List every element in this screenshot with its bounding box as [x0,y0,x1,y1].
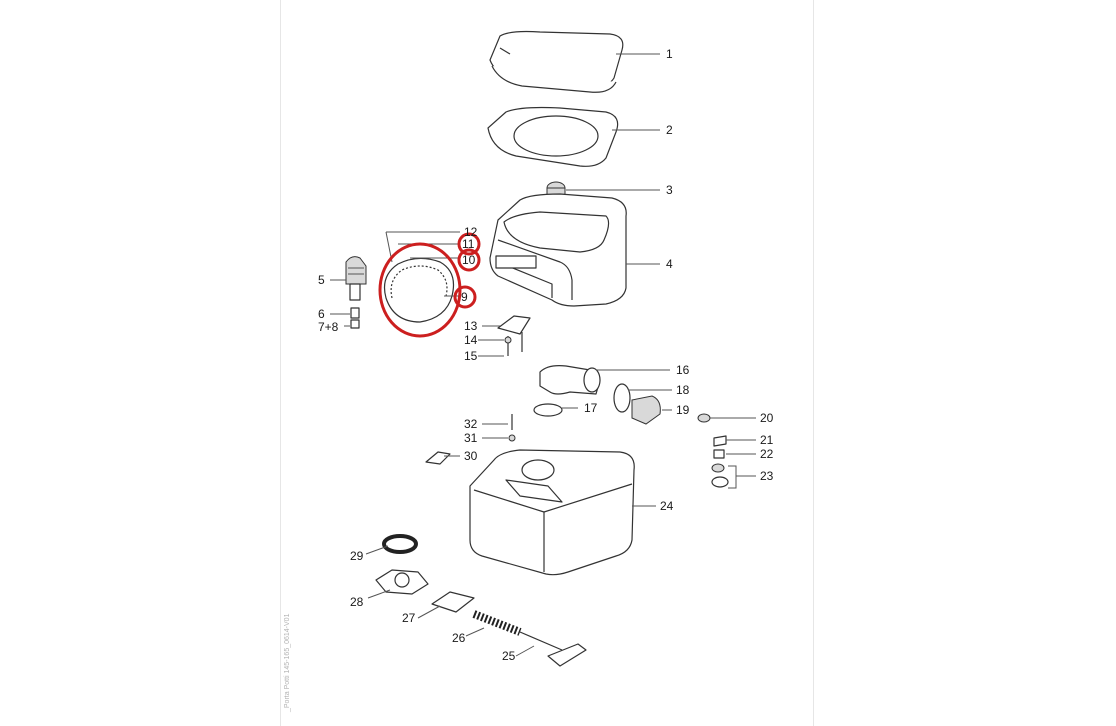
label-17: 17 [584,401,598,415]
label-25: 25 [502,649,516,663]
label-29: 29 [350,549,364,563]
part-28-valve [367,569,429,599]
part-24-waste-tank [469,449,656,576]
label-19: 19 [676,403,690,417]
label-30: 30 [464,449,478,463]
label-13: 13 [464,319,478,333]
highlight-part-11-circle [457,232,481,256]
label-5: 5 [318,273,325,287]
label-20: 20 [760,411,774,425]
part-13-bracket [482,315,531,335]
label-31: 31 [464,431,478,445]
part-1-lid [489,30,660,93]
label-6: 6 [318,307,325,321]
part-9-12-hoses [383,231,460,323]
label-11: 11 [462,237,475,251]
part-6-7-8-pins [330,307,360,329]
label-27: 27 [402,611,416,625]
part-30-32 [425,414,516,465]
part-17-19-seals [533,383,672,425]
label-23: 23 [760,469,774,483]
part-5-pump [330,256,367,301]
highlight-annotations [378,232,481,338]
label-24: 24 [660,499,674,513]
part-3-cap [546,181,660,196]
part-29-seal-ring [365,534,418,555]
label-4: 4 [666,257,673,271]
part-27-cover [417,591,475,619]
label-22: 22 [760,447,774,461]
document-watermark: _Porta Potti 145-165_0614-V01 [284,613,291,713]
label-7-8: 7+8 [318,320,339,334]
label-15: 15 [464,349,478,363]
label-10: 10 [462,253,476,267]
callout-labels: 1 2 3 4 5 6 7+8 9 10 11 12 13 14 15 16 1… [318,47,774,663]
part-16-elbow [539,365,670,395]
label-18: 18 [676,383,690,397]
label-1: 1 [666,47,673,61]
part-25-handle [515,631,587,667]
part-2-seat [487,106,660,167]
label-21: 21 [760,433,774,447]
label-16: 16 [676,363,690,377]
part-26-spring [465,610,522,637]
label-2: 2 [666,123,673,137]
highlight-part-10-circle [457,248,481,272]
label-28: 28 [350,595,364,609]
part-4-upper-tank [489,193,660,307]
part-14-15-screws [478,332,523,357]
label-14: 14 [464,333,478,347]
label-32: 32 [464,417,478,431]
label-12: 12 [464,225,478,239]
label-3: 3 [666,183,673,197]
highlight-part-9-circle [453,285,477,309]
label-9: 9 [461,290,468,304]
part-20-23-small-parts [697,413,756,489]
label-26: 26 [452,631,466,645]
